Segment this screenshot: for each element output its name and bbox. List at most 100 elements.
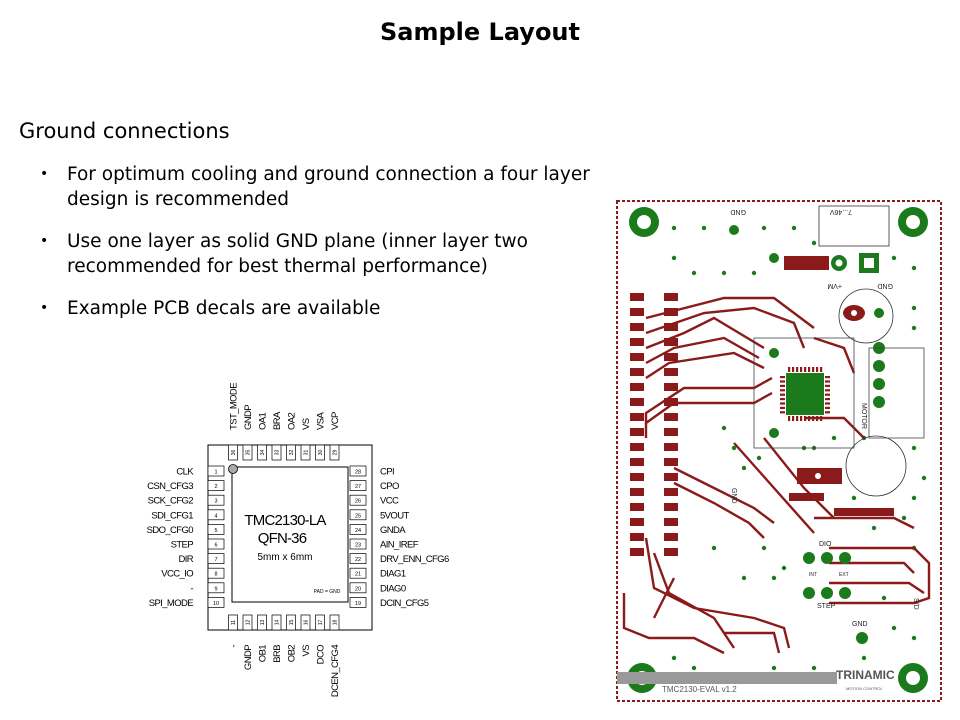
pin-pad: [207, 509, 225, 521]
connector-pad: [664, 293, 678, 301]
pin-pad: [349, 582, 367, 594]
silk-sd: S/D: [912, 598, 919, 610]
pin-pad: [242, 444, 253, 461]
pin-number: 24: [355, 528, 361, 534]
pin-name: BRB: [272, 645, 283, 663]
ic-pad: [808, 416, 811, 421]
pin-number: 20: [355, 586, 361, 592]
via: [781, 565, 787, 571]
via: [881, 595, 887, 601]
pin-pad: [207, 553, 225, 564]
ic-pad: [812, 416, 815, 421]
connector-pad: [630, 443, 644, 451]
connector-pad: [630, 458, 644, 466]
ic-pad: [796, 416, 799, 421]
silk-brand: TRINAMIC: [836, 668, 895, 682]
ic-pad: [780, 380, 785, 383]
left-pin-group: 1CLK2CSN_CFG33SCK_CFG24SDI_CFG15SDO_CFG0…: [147, 465, 225, 609]
connector-pad: [630, 473, 644, 481]
ic-pad: [780, 376, 785, 379]
pin-number: 5: [214, 528, 217, 534]
via: [771, 665, 777, 671]
pin-number: 14: [275, 620, 281, 626]
connector-pad: [630, 398, 644, 406]
connector-pad: [664, 503, 678, 511]
pin-number: 7: [214, 557, 217, 563]
pin-name: CPO: [380, 481, 399, 492]
pin-number: 8: [214, 572, 217, 578]
ic-pad: [820, 416, 823, 421]
via: [771, 575, 777, 581]
pin-pad: [349, 465, 367, 477]
pin-pad: [207, 597, 225, 608]
pin-number: 16: [304, 620, 310, 626]
connector-pad: [664, 338, 678, 346]
ic-pad: [796, 367, 799, 372]
pin-number: 27: [355, 484, 361, 490]
pin-pad: [207, 465, 225, 477]
pin-number: 36: [231, 450, 237, 456]
connector-pad: [664, 413, 678, 421]
via: [911, 445, 917, 451]
pin-name: CPI: [380, 467, 394, 478]
pin-name: OB1: [258, 645, 269, 663]
ic-pad: [780, 398, 785, 401]
exposed-pad: [231, 466, 349, 603]
pin-pad: [271, 614, 282, 631]
bullet-list: For optimum cooling and ground connectio…: [40, 162, 600, 338]
pin-name: GNDP: [243, 645, 254, 670]
ic-pad: [780, 411, 785, 414]
pin-pad: [228, 614, 238, 631]
silk-board-name: TMC2130-EVAL v1.2: [662, 685, 737, 694]
ic-pad: [825, 376, 830, 379]
ic-pad: [780, 389, 785, 392]
via: [921, 475, 927, 481]
pin-name: VCC_IO: [161, 569, 193, 580]
pin-name: VCP: [330, 412, 341, 430]
ic-pad: [780, 393, 785, 396]
pin-number: 17: [318, 620, 324, 626]
pin-name: OA1: [258, 412, 269, 430]
connector-pad: [630, 368, 644, 376]
pin-pad: [207, 480, 225, 491]
ic-pad: [800, 367, 803, 372]
bottom-pin-group: 11-12GNDP13OB114BRB15OB216VS17DCO18DCEN_…: [228, 614, 341, 697]
connector-pad: [664, 323, 678, 331]
bullet-item: Example PCB decals are available: [40, 296, 600, 321]
ic-pad: [780, 384, 785, 387]
via: [761, 545, 767, 551]
pcb-layout-image: GND 7...46V GND +VM MOTOR GND DIO INT EX…: [616, 200, 942, 702]
pin-pad: [257, 444, 267, 461]
capacitors: [797, 288, 907, 497]
pin-pad: [207, 582, 225, 594]
pin-name: DIAG1: [380, 569, 406, 580]
pin-name: SDI_CFG1: [151, 510, 193, 521]
via: [831, 435, 837, 441]
via: [901, 515, 907, 521]
pin-name: GNDP: [243, 405, 254, 430]
pin-name: DCEN_CFG4: [330, 645, 341, 697]
ic-pad: [825, 389, 830, 392]
silk-gnd-top: GND: [730, 208, 746, 215]
mounting-hole: [906, 671, 920, 685]
mounting-hole: [906, 215, 920, 229]
pin-name: OB2: [287, 645, 298, 663]
pin-name: CLK: [176, 467, 194, 478]
pin-pad: [257, 614, 267, 631]
pin-number: 34: [260, 450, 266, 456]
pin-name: -: [229, 645, 240, 648]
pin-name: VCC: [380, 496, 399, 507]
connector-pad: [664, 428, 678, 436]
pin-pad: [207, 494, 225, 506]
silk-motor: MOTOR: [860, 403, 867, 429]
copper-traces: [622, 296, 931, 655]
pin-name: DRV_ENN_CFG6: [380, 554, 449, 565]
ic-pad: [800, 416, 803, 421]
ic-pad: [816, 416, 819, 421]
ic-pad: [825, 406, 830, 409]
mounting-hole: [637, 215, 651, 229]
pin-number: 11: [231, 620, 237, 625]
connector-pad: [664, 353, 678, 361]
pin-pad: [286, 614, 296, 631]
